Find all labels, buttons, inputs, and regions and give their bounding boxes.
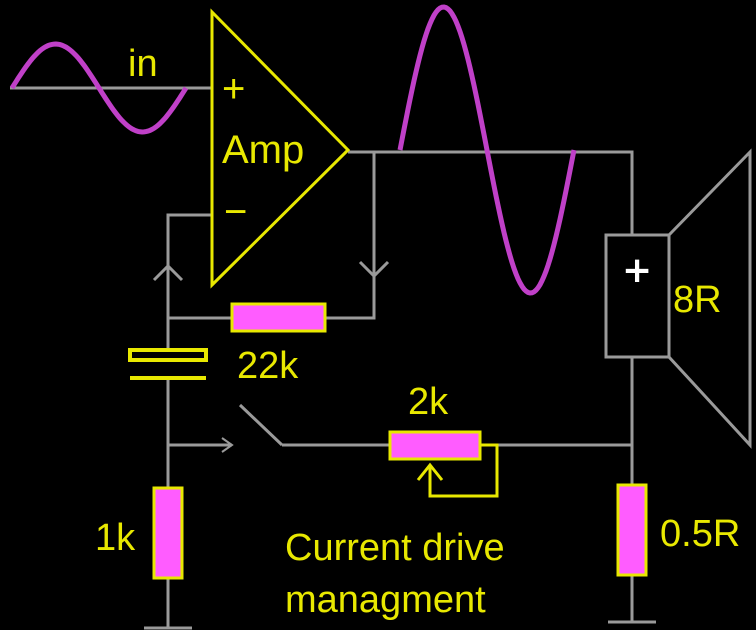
caption-line-1: Current drive bbox=[285, 527, 505, 569]
feedback-wire bbox=[325, 152, 376, 320]
switch-contact-icon bbox=[221, 437, 234, 453]
capacitor bbox=[128, 348, 208, 380]
potentiometer-2k-body bbox=[388, 430, 482, 461]
feedback-arrow-up-icon bbox=[152, 263, 184, 282]
resistor-1k-label: 1k bbox=[95, 517, 136, 559]
amp-minus-sign: − bbox=[224, 190, 247, 234]
potentiometer-2k-label: 2k bbox=[408, 381, 449, 423]
inverting-input-wire bbox=[166, 213, 232, 320]
resistor-22k-body bbox=[230, 302, 327, 333]
resistor-0.5r-body bbox=[616, 483, 648, 577]
labels: in 22k 2k 1k 8R 0.5R Current drive manag… bbox=[95, 43, 740, 621]
speaker-impedance-label: 8R bbox=[673, 279, 722, 321]
resistor-22k-label: 22k bbox=[237, 345, 299, 387]
wires bbox=[10, 86, 656, 630]
amp-label: Amp bbox=[222, 128, 304, 172]
potentiometer-2k bbox=[388, 430, 499, 498]
resistor-0.5r-label: 0.5R bbox=[660, 513, 740, 555]
resistor-1k-body bbox=[152, 486, 184, 580]
amp-triangle bbox=[210, 8, 351, 289]
resistor-1k bbox=[152, 486, 184, 580]
resistor-22k bbox=[230, 302, 327, 333]
waveforms bbox=[9, 4, 577, 296]
speaker-cone-icon bbox=[667, 148, 752, 449]
caption-line-2: managment bbox=[285, 579, 486, 621]
feedback-arrow-down-icon bbox=[358, 260, 390, 279]
capacitor-plate-top bbox=[128, 348, 208, 362]
input-label: in bbox=[128, 43, 158, 85]
output-wire bbox=[348, 150, 634, 235]
amp-plus-sign: + bbox=[222, 67, 245, 111]
input-waveform bbox=[9, 41, 189, 135]
amplifier: + Amp − bbox=[210, 8, 351, 289]
speaker-plus-sign: + bbox=[622, 250, 652, 291]
potentiometer-wiper-arrow-icon bbox=[416, 462, 444, 481]
speaker: + bbox=[604, 148, 752, 449]
output-waveform bbox=[397, 4, 577, 296]
switch-blade bbox=[238, 403, 284, 447]
potentiometer-wiper-loop bbox=[428, 443, 499, 498]
resistor-0.5r bbox=[616, 483, 648, 577]
